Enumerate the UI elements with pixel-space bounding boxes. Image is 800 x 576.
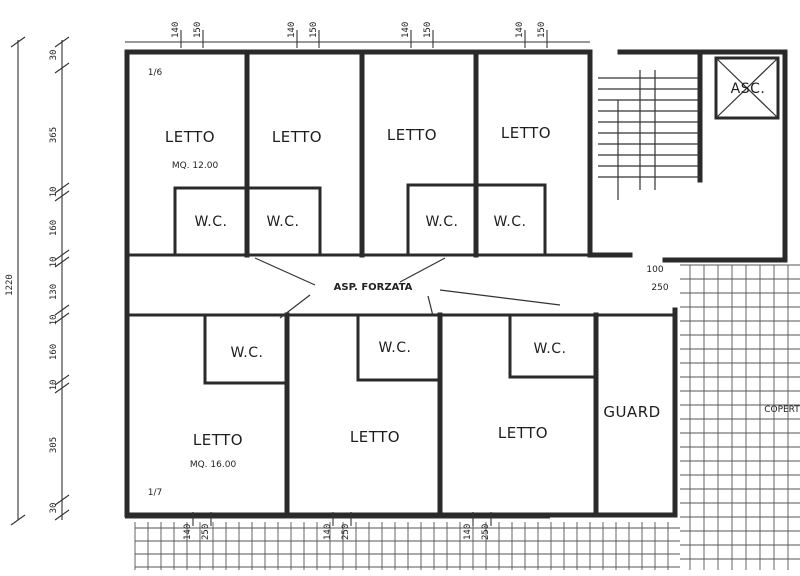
dimension-label-top: 150 <box>537 22 547 38</box>
room-label-letto-1: LETTO <box>165 128 215 146</box>
dimension-total: 1220 <box>5 274 15 296</box>
room-label-elevator: ASC. <box>731 81 766 97</box>
room-label-wc-3: W.C. <box>426 214 459 230</box>
upper-room-walls <box>127 49 590 258</box>
dimension-label-bottom: 250 <box>341 524 351 540</box>
dimension-label-left: 10 <box>49 187 59 198</box>
dimension-tick <box>54 312 70 324</box>
dimension-label-bottom: 250 <box>201 524 211 540</box>
dimension-lines-left <box>10 36 70 526</box>
room-label-wc-1: W.C. <box>195 214 228 230</box>
dimension-tick <box>54 62 70 74</box>
room-label-wc-2: W.C. <box>267 214 300 230</box>
area-label-letto-5: MQ. 16.00 <box>190 460 237 470</box>
dimension-label-left: 30 <box>49 503 59 514</box>
door-dim-width: 100 <box>646 265 663 275</box>
room-label-wc-4: W.C. <box>494 214 527 230</box>
dimension-tick <box>54 256 70 268</box>
dimension-tick <box>54 36 70 48</box>
room-label-wc-5: W.C. <box>231 345 264 361</box>
dimension-label-left: 10 <box>49 315 59 326</box>
dimension-tick <box>10 36 26 48</box>
area-label-letto-1: MQ. 12.00 <box>172 161 219 171</box>
dimension-label-top: 150 <box>193 22 203 38</box>
dimension-tick <box>54 374 70 386</box>
dimension-label-top: 140 <box>287 22 297 38</box>
dimension-tick <box>54 509 70 521</box>
room-number-bottom-left: 1/7 <box>148 488 162 498</box>
staircase <box>598 70 700 200</box>
lower-room-walls <box>127 312 675 518</box>
elevator-shaft <box>714 56 780 120</box>
dimension-label-bottom: 140 <box>323 524 333 540</box>
room-label-letto-5: LETTO <box>193 431 243 449</box>
dimension-label-left: 160 <box>49 344 59 360</box>
dimension-label-top: 150 <box>423 22 433 38</box>
dimension-tick <box>54 190 70 202</box>
terrace-hatching <box>134 522 680 570</box>
dimension-label-left: 365 <box>49 127 59 143</box>
corridor-label: ASP. FORZATA <box>334 282 413 293</box>
room-label-letto-6: LETTO <box>350 428 400 446</box>
forced-ventilation-lines <box>254 257 561 319</box>
dimension-label-left: 10 <box>49 257 59 268</box>
room-label-wc-7: W.C. <box>534 341 567 357</box>
dimension-tick <box>54 494 70 506</box>
dimension-label-top: 140 <box>401 22 411 38</box>
dimension-label-left: 305 <box>49 437 59 453</box>
dimension-tick <box>10 514 26 526</box>
door-dim-height: 250 <box>651 283 668 293</box>
dimension-label-bottom: 140 <box>463 524 473 540</box>
dimension-tick <box>54 304 70 316</box>
room-label-letto-7: LETTO <box>498 424 548 442</box>
room-label-letto-4: LETTO <box>501 124 551 142</box>
dimension-tick <box>54 182 70 194</box>
room-label-guard: GUARD <box>603 403 660 421</box>
roof-cover-hatching <box>680 264 800 570</box>
room-label-letto-3: LETTO <box>387 126 437 144</box>
room-number-top-left: 1/6 <box>148 68 163 78</box>
room-label-wc-6: W.C. <box>379 340 412 356</box>
dimension-label-top: 150 <box>309 22 319 38</box>
dimension-label-left: 10 <box>49 380 59 391</box>
dimension-tick <box>54 249 70 261</box>
dimension-label-top: 140 <box>515 22 525 38</box>
dimension-label-top: 140 <box>171 22 181 38</box>
room-label-letto-2: LETTO <box>272 128 322 146</box>
dimension-label-bottom: 140 <box>183 524 193 540</box>
dimension-tick <box>54 382 70 394</box>
dimension-label-left: 130 <box>49 284 59 300</box>
cover-label: COPERT <box>764 405 800 415</box>
dimension-label-left: 30 <box>49 50 59 61</box>
dimension-label-bottom: 250 <box>481 524 491 540</box>
dimension-label-left: 160 <box>49 220 59 236</box>
